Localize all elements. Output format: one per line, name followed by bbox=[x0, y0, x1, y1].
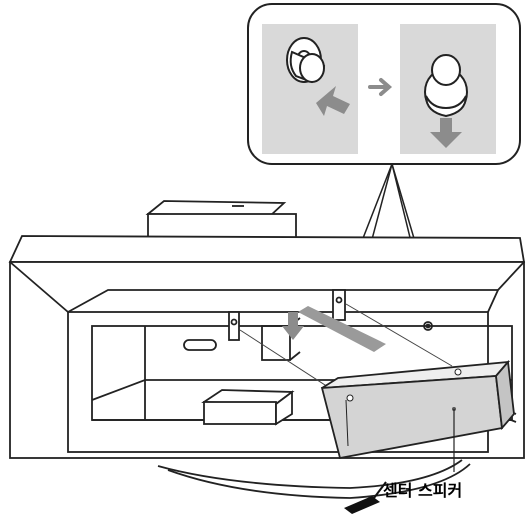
center-speaker-label: 센터 스피커 bbox=[383, 481, 462, 500]
mount-bracket-left bbox=[229, 312, 239, 340]
mount-bracket-right bbox=[333, 290, 345, 320]
shelf-box bbox=[204, 390, 292, 424]
